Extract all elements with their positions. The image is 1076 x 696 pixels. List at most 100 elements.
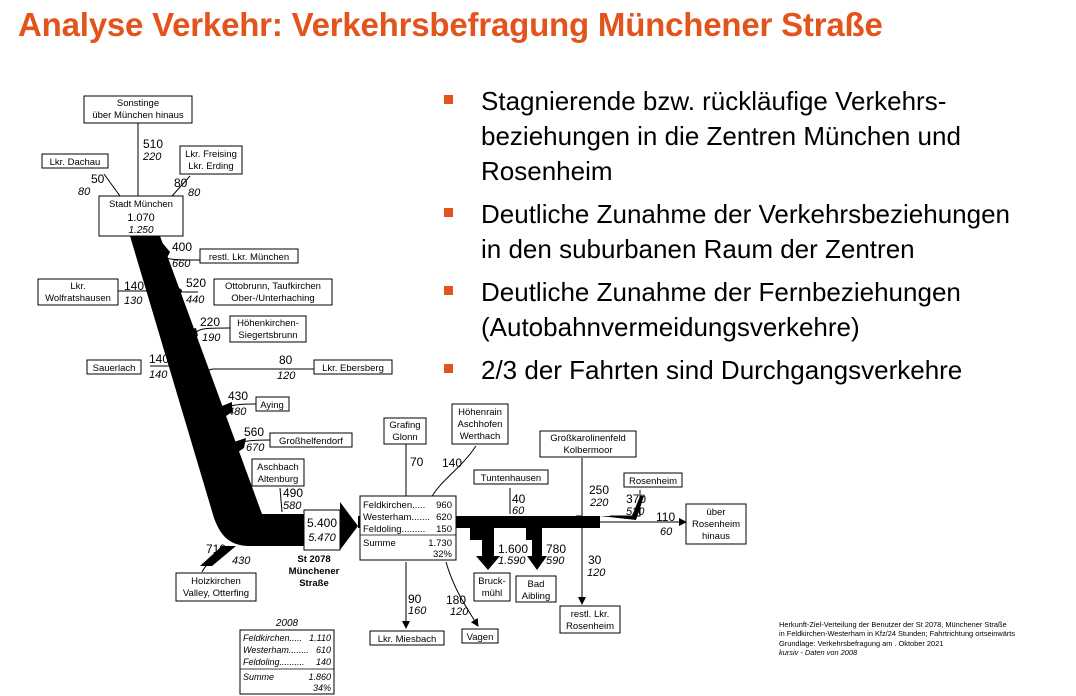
main-value-2008: 5.470: [308, 532, 336, 544]
center-table-value: 150: [436, 524, 452, 535]
table-2008-label: Feldkirchen.....: [243, 633, 302, 643]
bullet-line: beziehungen in die Zentren München und: [481, 121, 961, 151]
main-flow-band: [130, 236, 304, 546]
flow-value-dachau: 50: [91, 172, 105, 186]
table-2008-label: Westerham........: [243, 645, 309, 655]
flow-value-2008-aschbach: 580: [283, 500, 302, 512]
flow-value-2008-tuntenhausen: 60: [512, 505, 525, 517]
flow-value-hoehenkirchen: 220: [200, 315, 220, 329]
flow-value-2008-hoehenkirchen: 190: [202, 332, 221, 344]
flow-value-ottobrunn: 520: [186, 276, 206, 290]
flow-value-restl-rosenheim: 30: [588, 553, 602, 567]
box-freising: [179, 145, 243, 175]
flow-value-2008-grosskarolinenfeld: 220: [589, 497, 609, 509]
node-label-aschbach: Aschbach: [257, 462, 299, 473]
box-grafing: [383, 417, 427, 445]
node-boxes: [37, 95, 747, 695]
node-label-rosenheim: Rosenheim: [629, 476, 677, 487]
node-label-grosshelfendorf: Großhelfendorf: [279, 436, 343, 447]
node-label-hoehenrain: Aschhofen: [458, 419, 503, 430]
table-2008-label: Feldoling..........: [243, 657, 305, 667]
table-2008-sum-label: Summe: [243, 672, 274, 682]
main-value: 5.400: [307, 516, 337, 530]
box-dachau: [41, 153, 109, 169]
node-label-grafing: Grafing: [389, 420, 420, 431]
flow-value-2008-holzkirchen: 430: [232, 555, 251, 567]
bullet-item: Deutliche Zunahme der Verkehrsbeziehunge…: [440, 197, 1076, 267]
center-table-label: Westerham.......: [363, 512, 430, 523]
node-label-holzkirchen: Holzkirchen: [191, 576, 241, 587]
flow-value-sonstinge: 510: [143, 137, 163, 151]
node-label-aschbach: Altenburg: [258, 474, 299, 485]
flow-value-2008-sauerlach: 140: [149, 369, 168, 381]
node-label-miesbach: Lkr. Miesbach: [378, 634, 437, 645]
caption-line: kursiv - Daten von 2008: [779, 647, 858, 657]
flow-band-grosshelfendorf: [234, 438, 246, 452]
bullet-square-icon: [444, 95, 453, 104]
flow-value-2008-bruckmuehl: 1.590: [498, 555, 526, 567]
flow-value-2008-restl-rosenheim: 120: [587, 567, 606, 579]
node-label-stadt: Stadt München: [109, 199, 173, 210]
box-bruckmuehl: [473, 572, 511, 602]
table-2008-sum-value: 1.860: [308, 672, 331, 682]
bullet-line: 2/3 der Fahrten sind Durchgangsverkehre: [481, 355, 963, 385]
stadt-value: 1.070: [127, 212, 155, 224]
box-grosshelfendorf: [269, 432, 353, 448]
center-table-value: 960: [436, 500, 452, 511]
center-table-sum-value: 1.730: [428, 538, 452, 549]
flow-value-holzkirchen: 710: [206, 542, 226, 556]
flow-value-freising: 80: [174, 176, 188, 190]
flow-value-restl-muenchen: 400: [172, 240, 192, 254]
flow-value-sauerlach: 140: [149, 352, 169, 366]
node-label-restl-rosenheim: Rosenheim: [566, 621, 614, 632]
flow-value-2008-miesbach: 160: [408, 605, 427, 617]
flow-value-2008-sonstinge: 220: [142, 151, 162, 163]
bullet-list: Stagnierende bzw. rückläufige Verkehrs-b…: [440, 84, 1076, 396]
box-stadt: [98, 195, 184, 237]
flow-value-grafing: 70: [410, 455, 424, 469]
flow-value-aying: 430: [228, 389, 248, 403]
flow-value-rosenheim: 370: [626, 492, 646, 506]
table-2008-value: 610: [316, 645, 331, 655]
main-flow-arrowhead: [340, 502, 358, 550]
node-label-restl-rosenheim: restl. Lkr.: [571, 609, 610, 620]
node-label-dachau: Lkr. Dachau: [50, 157, 101, 168]
node-label-bruckmuehl: Bruck-: [478, 576, 505, 587]
node-label-freising: Lkr. Erding: [188, 161, 233, 172]
center-table-sum-pct: 32%: [433, 549, 453, 560]
node-label-sonstinge: Sonstinge: [117, 98, 159, 109]
box-aying: [255, 396, 290, 412]
table-2008-value: 140: [316, 657, 331, 667]
bullet-square-icon: [444, 364, 453, 373]
center-table-label: Feldoling.........: [363, 524, 425, 535]
east-branch-lines: [201, 444, 687, 629]
node-label-ueber-rosenheim: Rosenheim: [692, 519, 740, 530]
box-tuntenhausen: [473, 469, 549, 485]
bullet-item: Deutliche Zunahme der Fernbeziehungen(Au…: [440, 275, 1076, 345]
flow-value-ebersberg: 80: [279, 353, 293, 367]
box-sauerlach: [86, 359, 142, 375]
flow-value-grosskarolinenfeld: 250: [589, 483, 609, 497]
table-2008-sum-pct: 34%: [313, 683, 331, 693]
node-label-grosskarolinenfeld: Großkarolinenfeld: [550, 433, 626, 444]
bullet-line: Stagnierende bzw. rückläufige Verkehrs-: [481, 86, 947, 116]
bullet-line: Deutliche Zunahme der Verkehrsbeziehunge…: [481, 199, 1011, 229]
flow-value-2008-restl-muenchen: 660: [172, 258, 191, 270]
main-road-name: St 2078: [297, 554, 330, 565]
node-label-hoehenrain: Werthach: [460, 431, 500, 442]
node-label-tuntenhausen: Tuntenhausen: [481, 473, 541, 484]
node-label-bruckmuehl: mühl: [482, 588, 503, 599]
node-label-holzkirchen: Valley, Otterfing: [183, 588, 249, 599]
flow-value-2008-grosshelfendorf: 670: [246, 442, 265, 454]
flow-value-miesbach: 90: [408, 592, 422, 606]
diagram-caption: Herkunft-Ziel-Verteilung der Benutzer de…: [779, 620, 1015, 657]
center-table-label: Feldkirchen.....: [363, 500, 425, 511]
box-ottobrunn: [213, 278, 333, 306]
node-label-ueber-rosenheim: über: [706, 507, 725, 518]
flow-value-wolfratshausen: 140: [124, 279, 144, 293]
flow-value-bad-aibling: 780: [546, 542, 566, 556]
caption-line: Grundlage: Verkehrsbefragung am . Oktobe…: [779, 638, 944, 648]
node-label-grosskarolinenfeld: Kolbermoor: [563, 445, 612, 456]
node-label-ottobrunn: Ottobrunn, Taufkirchen: [225, 281, 321, 292]
